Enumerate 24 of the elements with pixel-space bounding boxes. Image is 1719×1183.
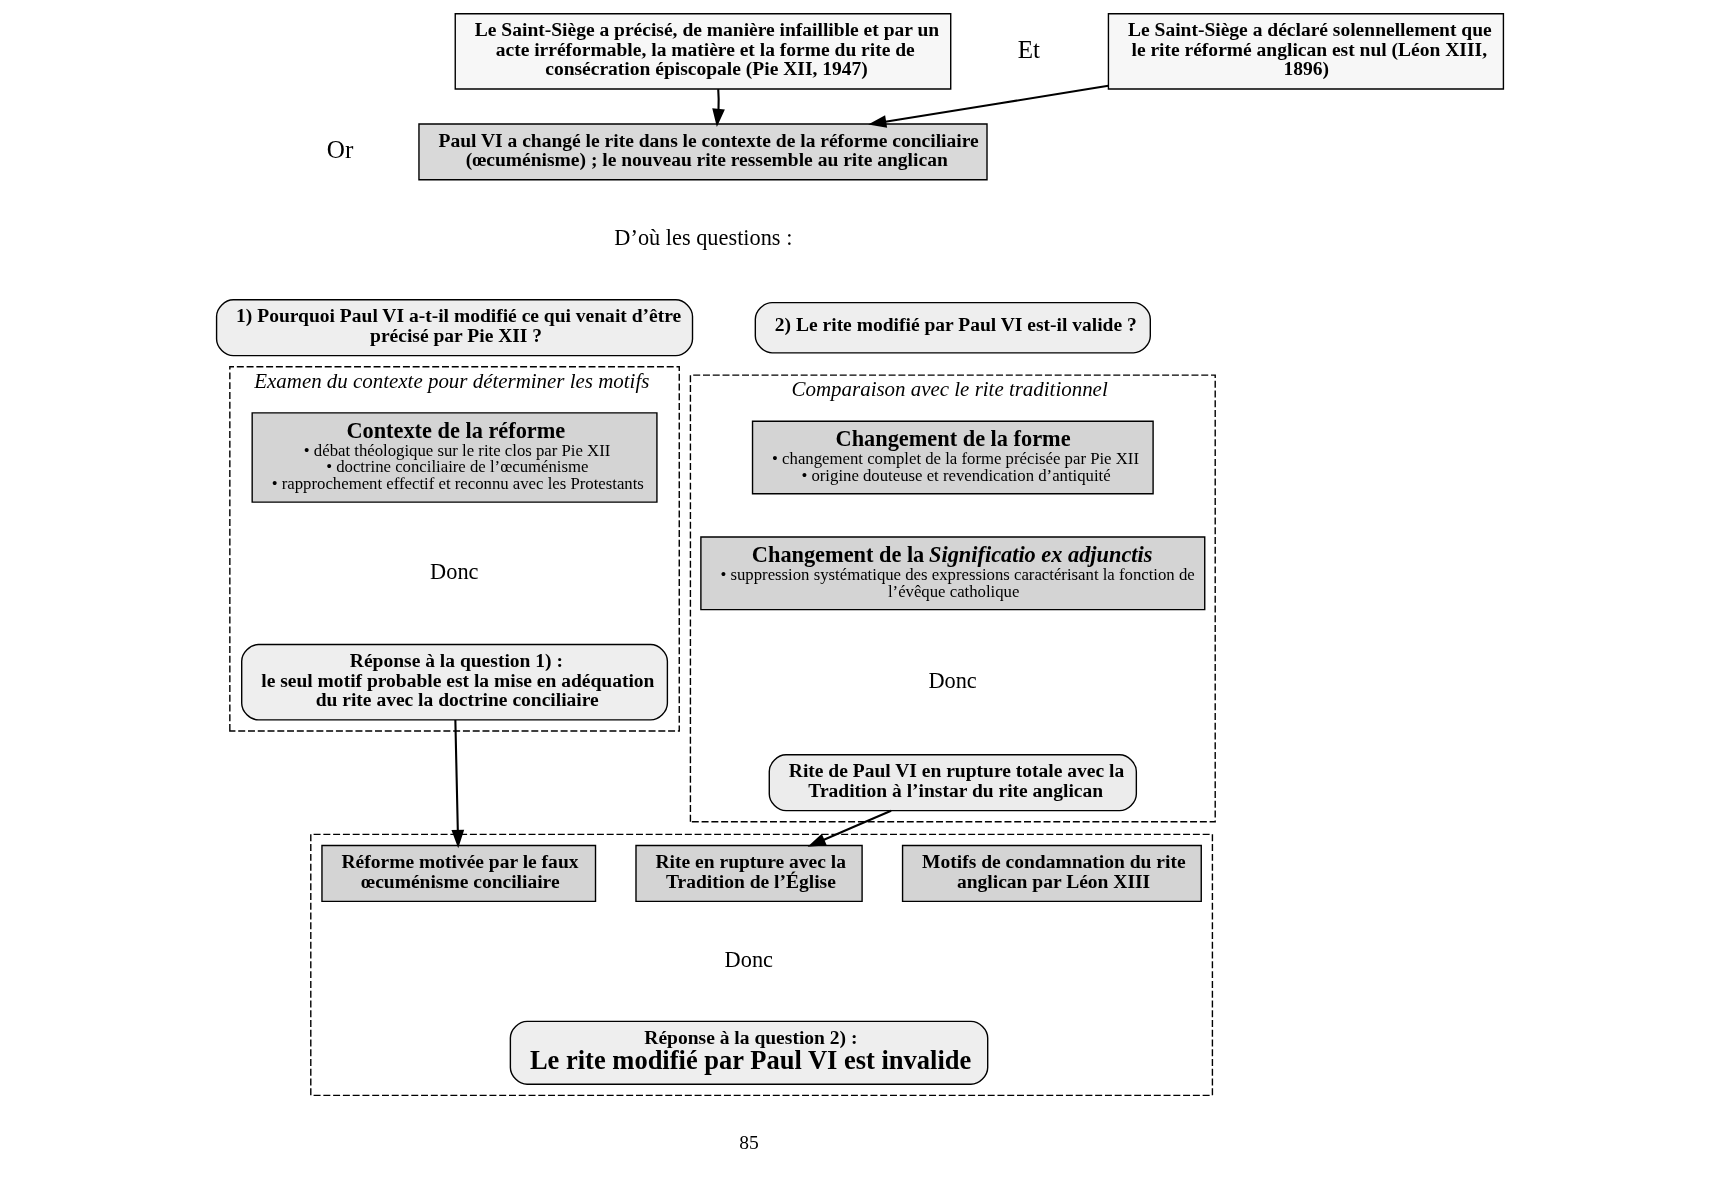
label: Donc — [724, 946, 773, 972]
node-box: Réponse à la question 1) : le seul motif probable est la mise en adéquation du rite avec la doctrine conciliaire — [240, 643, 668, 721]
label: Or — [326, 136, 353, 163]
label: Donc — [927, 667, 977, 693]
label: D’où les questions : — [613, 225, 792, 251]
node-box: 2) Le rite modifié par Paul VI est-il valide ? — [754, 301, 1151, 354]
node-box: Le Saint-Siège a déclaré solennellement que le rite réformé anglican est nul (Léon XIII, 1896) — [1107, 13, 1504, 90]
label: Donc — [429, 558, 478, 584]
node-box: Rite en rupture avec la Tradition de l’Église — [634, 844, 863, 903]
node-box: Réponse à la question 2) : Le rite modifié par Paul VI est invalide — [509, 1020, 988, 1085]
node-box: Motifs de condamnation du rite anglican par Léon XIII — [901, 844, 1202, 903]
label: Et — [1017, 35, 1040, 63]
arrow — [711, 89, 725, 127]
node-box: 1) Pourquoi Paul VI a-t-il modifié ce qui venait d’être précisé par Pie XII ? — [215, 299, 693, 357]
node-box: Le Saint-Siège a précisé, de manière infaillible et par un acte irréformable, la matière et la forme du rite de consécration épiscopale (Pie XII, 1947) — [454, 13, 951, 90]
node-box: Rite de Paul VI en rupture totale avec la Tradition à l’instar du rite anglican — [768, 754, 1137, 812]
arrow — [450, 719, 464, 849]
node-box: Réforme motivée par le faux œcuménisme conciliaire — [320, 844, 596, 903]
node-box: Changement de la Significatio ex adjunctis • suppression systématique des expressions caractérisant la fonction de l’évêque catholique — [699, 536, 1205, 611]
label: 85 — [738, 1132, 759, 1154]
arrow — [867, 84, 1109, 128]
node-box: Contexte de la réforme • débat théologique sur le rite clos par Pie XII • doctrine conciliaire de l’œcuménisme • rapprochement effectif et reconnu avec les Protestants — [250, 412, 658, 503]
node-box: Paul VI a changé le rite dans le contexte de la réforme conciliaire (œcuménisme) ; le nouveau rite ressemble au rite anglican — [417, 123, 988, 181]
node-box: Changement de la forme • changement complet de la forme précisée par Pie XII • origine douteuse et revendication d’antiquité — [751, 420, 1154, 495]
